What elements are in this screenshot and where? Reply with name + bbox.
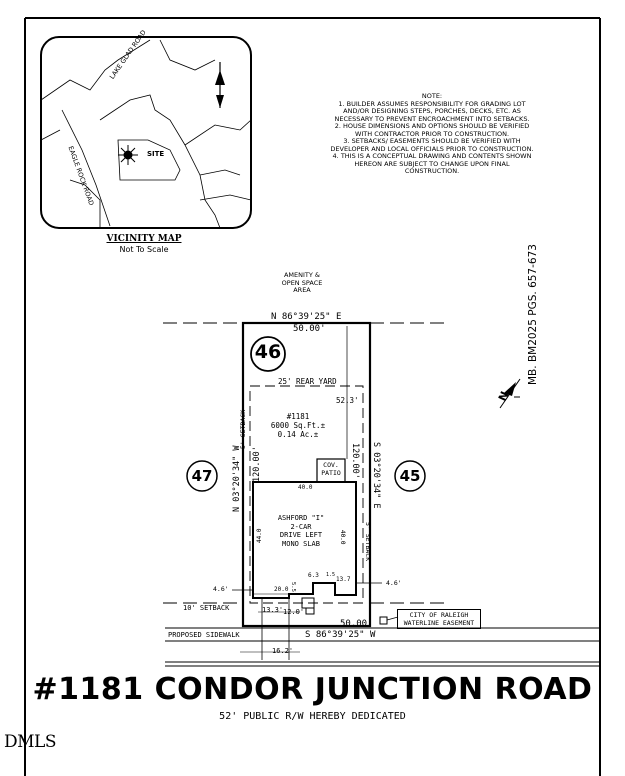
amenity-line: AREA xyxy=(293,286,311,294)
vicinity-map-title: VICINITY MAP xyxy=(106,234,182,244)
notes-block: NOTE: 1. BUILDER ASSUMES RESPONSIBILITY … xyxy=(322,92,542,176)
lot-46-bubble xyxy=(250,336,286,372)
south-distance: 50.00' xyxy=(340,619,373,629)
west-distance: 120.00' xyxy=(252,446,262,482)
easement-label: CITY OF RALEIGH WATERLINE EASEMENT xyxy=(397,609,481,629)
dim-15: 1.5 xyxy=(326,572,336,578)
dim-63: 6.3 xyxy=(308,572,319,579)
house-line: MONO SLAB xyxy=(282,539,320,548)
note-line: WITH CONTRACTOR PRIOR TO CONSTRUCTION. xyxy=(354,129,510,138)
easement-line: WATERLINE EASEMENT xyxy=(403,619,475,627)
lot-info: #1181 6000 Sq.Ft.± 0.14 Ac.± xyxy=(268,412,328,439)
house-line: ASHFORD "I" xyxy=(277,514,325,522)
dedication-note: 52' PUBLIC R/W HEREBY DEDICATED xyxy=(219,711,406,722)
lot-info-line: 6000 Sq.Ft.± xyxy=(270,421,326,430)
dim-120: 12.0' xyxy=(283,608,305,616)
vicinity-north-arrow-icon xyxy=(215,62,225,108)
west-bearing: N 03°20'34" W xyxy=(232,445,242,512)
south-bearing: S 86°39'25" W xyxy=(305,630,376,640)
lot-47-bubble xyxy=(186,460,218,492)
north-bearing: N 86°39'25" E xyxy=(271,312,342,322)
dim-133: 13.3' xyxy=(262,606,284,614)
map-book-reference: MB. BM2025 PGS. 657-673 xyxy=(527,244,539,385)
site-marker-icon xyxy=(118,145,138,165)
dim-162: 16.2' xyxy=(272,647,294,655)
front-stoop xyxy=(305,607,315,615)
easement-line: CITY OF RALEIGH xyxy=(409,611,469,619)
amenity-line: OPEN SPACE xyxy=(281,278,323,287)
house-depth-dim-right: 40.0 xyxy=(339,530,346,545)
note-line: CONSTRUCTION. xyxy=(404,167,460,175)
amenity-line: AMENITY & xyxy=(283,271,321,279)
rear-depth-dim: 52.3' xyxy=(336,396,359,405)
lot-boundary xyxy=(241,321,372,628)
note-line: 4. THIS IS A CONCEPTUAL DRAWING AND CONT… xyxy=(332,152,532,160)
north-arrow-icon: N xyxy=(496,378,521,409)
note-line: 2. HOUSE DIMENSIONS AND OPTIONS SHOULD B… xyxy=(334,122,530,130)
site-label: SITE xyxy=(147,150,165,158)
side-setback-left: 5' SETBACK xyxy=(239,409,247,449)
building-setback xyxy=(249,385,364,604)
side-setback-right: 5' SETBACK xyxy=(364,522,372,562)
east-bearing: S 03°20'34" E xyxy=(371,442,381,509)
notes-heading: NOTE: xyxy=(421,92,443,100)
house-width-dim: 40.0 xyxy=(298,484,313,491)
house-footprint xyxy=(252,481,357,599)
lot-info-line: 0.14 Ac.± xyxy=(277,430,319,439)
front-setback-label: 10' SETBACK xyxy=(183,604,230,612)
patio-line: PATIO xyxy=(321,468,341,477)
water-meter-icon xyxy=(379,616,388,625)
rear-yard-label: 25' REAR YARD xyxy=(278,377,337,386)
vicinity-map-frame xyxy=(40,36,252,229)
note-line: HEREON ARE SUBJECT TO CHANGE UPON FINAL xyxy=(354,159,510,168)
north-distance: 50.00' xyxy=(293,324,326,334)
house-depth-dim: 44.0 xyxy=(256,528,263,543)
vicinity-map-scale: Not To Scale xyxy=(119,245,169,254)
patio-line: COV. xyxy=(323,461,339,469)
lot-info-line: #1181 xyxy=(286,412,310,421)
amenity-label: AMENITY & OPEN SPACE AREA xyxy=(270,271,334,295)
mls-watermark: DMLS xyxy=(4,732,56,752)
house-line: DRIVE LEFT xyxy=(279,531,323,539)
dim-55: 5.5 xyxy=(290,582,296,592)
dim-137: 13.7 xyxy=(336,576,351,583)
note-line: DEVELOPER AND LOCAL OFFICIALS PRIOR TO C… xyxy=(330,144,534,153)
note-line: AND/OR DESIGNING STEPS, PORCHES, DECKS, … xyxy=(343,107,521,115)
note-line: 3. SETBACKS/ EASEMENTS SHOULD BE VERIFIE… xyxy=(343,137,521,145)
dim-46-left: 4.6' xyxy=(213,585,229,593)
note-line: 1. BUILDER ASSUMES RESPONSIBILITY FOR GR… xyxy=(338,99,526,108)
sidewalk-label: PROPOSED SIDEWALK xyxy=(168,631,240,639)
lot-45-bubble xyxy=(394,460,426,492)
address-title: #1181 CONDOR JUNCTION ROAD xyxy=(32,672,593,707)
note-line: NECESSARY TO PREVENT ENCROACHMENT INTO S… xyxy=(334,114,530,123)
covered-patio xyxy=(316,458,346,483)
left-lot-number: 47 xyxy=(191,467,213,485)
dim-200: 20.0 xyxy=(274,586,289,593)
house-line: 2-CAR xyxy=(290,522,312,531)
house-label: ASHFORD "I" 2-CAR DRIVE LEFT MONO SLAB xyxy=(268,514,334,548)
right-lot-number: 45 xyxy=(399,467,421,485)
dim-46-right: 4.6' xyxy=(386,579,402,587)
lot-number: 46 xyxy=(254,341,282,363)
patio-label: COV. PATIO xyxy=(317,461,345,477)
east-distance: 120.00' xyxy=(350,443,360,479)
vicinity-map-roads xyxy=(40,39,252,229)
